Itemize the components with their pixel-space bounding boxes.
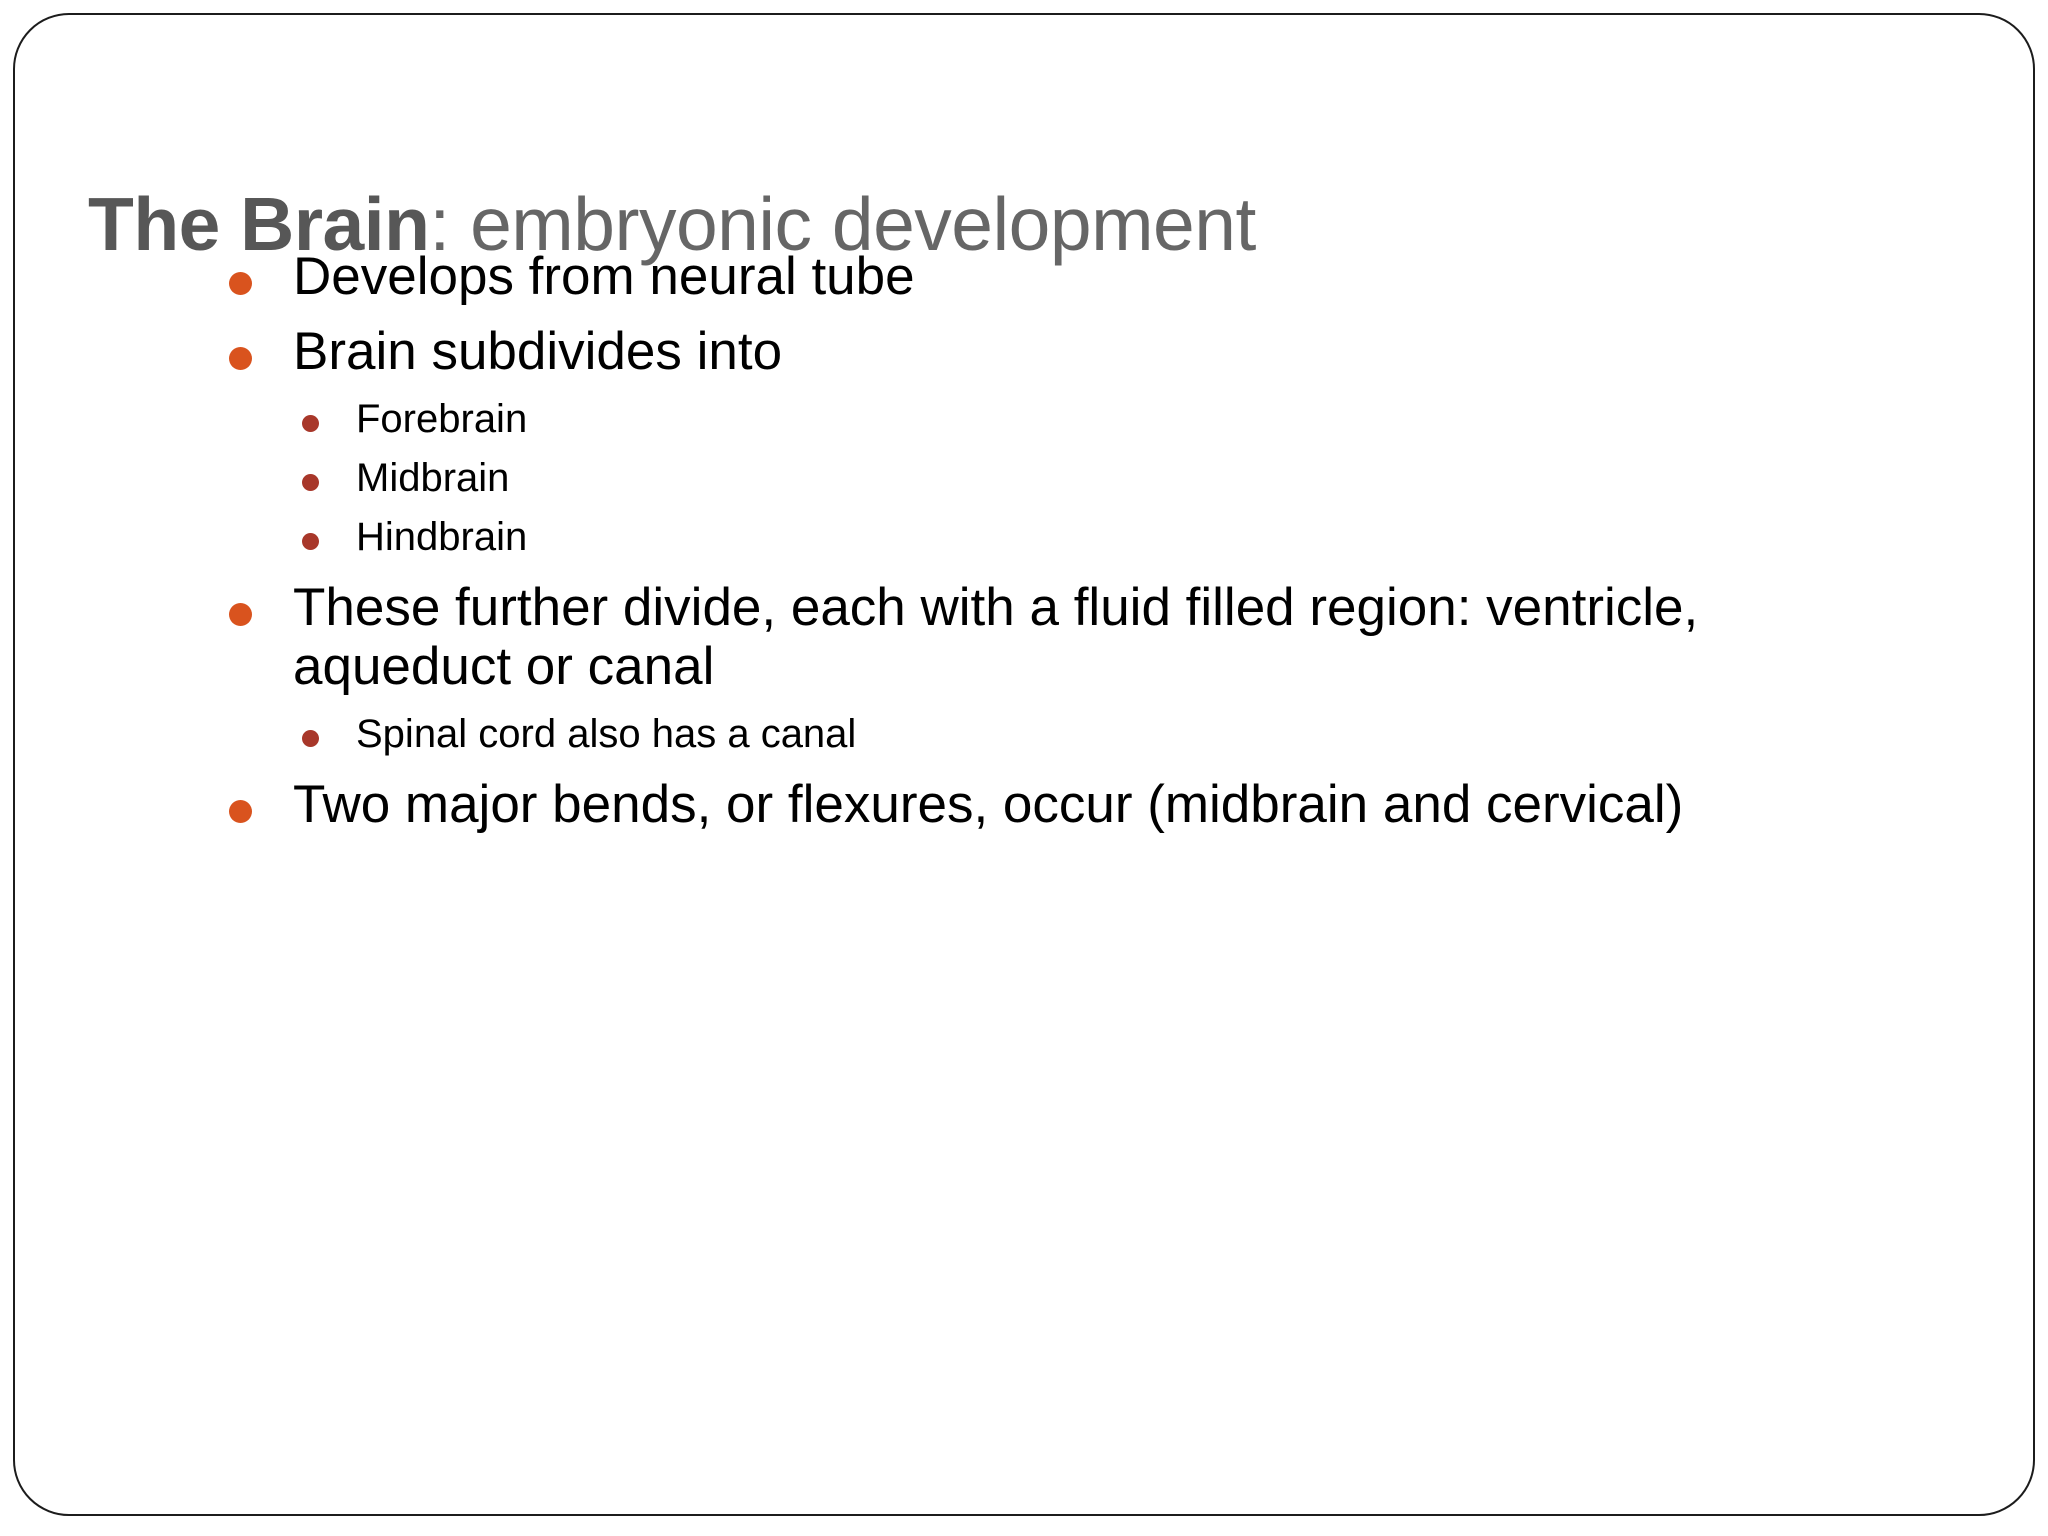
bullet-dot-icon [229,346,252,370]
bullet-dot-icon [229,272,252,295]
list-item-label: Midbrain [356,456,510,501]
bullet-dot-icon [302,415,319,433]
list-item: Spinal cord also has a canal [0,712,2048,756]
list-item-label: Hindbrain [356,515,528,560]
list-item: These further divide, each with a fluid … [0,578,2048,696]
list-item: Hindbrain [0,515,2048,559]
bullet-dot-icon [302,730,319,748]
bullet-list: Develops from neural tube Brain subdivid… [0,247,2048,851]
page-title-emphasis: The Brain [88,182,430,267]
bullet-dot-icon [302,533,319,551]
list-item-label: These further divide, each with a fluid … [293,578,1699,696]
list-item: Two major bends, or flexures, occur (mid… [0,775,2048,835]
list-item: Forebrain [0,397,2048,441]
list-item-label: Brain subdivides into [293,321,783,381]
bullet-dot-icon [229,800,252,824]
page-title-subtitle: : embryonic development [429,182,1256,267]
bullet-dot-icon [302,474,319,492]
list-item-label: Two major bends, or flexures, occur (mid… [293,775,1684,835]
list-item: Midbrain [0,456,2048,500]
page-title: The Brain: embryonic development [88,185,1968,265]
list-item: Develops from neural tube [0,247,2048,307]
list-item-label: Spinal cord also has a canal [356,712,857,757]
list-item-label: Develops from neural tube [293,247,915,306]
bullet-dot-icon [229,603,252,627]
list-item-label: Forebrain [356,397,528,442]
list-item: Brain subdivides into [0,321,2048,382]
